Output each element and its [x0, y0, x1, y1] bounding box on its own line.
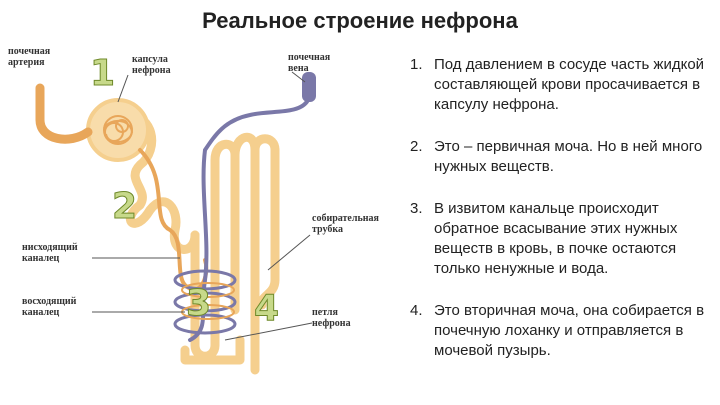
page-title: Реальное строение нефрона	[202, 8, 518, 33]
loop-of-nephron	[180, 335, 245, 365]
label-renal-artery-1: почечная	[8, 46, 51, 57]
label-capsule-2: нефрона	[132, 65, 171, 76]
renal-vein-vessel	[188, 78, 310, 342]
marker-number-4: 4	[254, 288, 279, 329]
step-item: 3. В извитом канальце происходит обратное…	[410, 199, 710, 279]
nephron-diagram: почечная артерия капсула нефрона почечна…	[8, 46, 380, 375]
peritubular-capillaries	[173, 269, 237, 335]
label-loop-2: нефрона	[312, 318, 351, 329]
efferent-vessel	[138, 148, 209, 292]
label-renal-vein-2: вена	[288, 63, 309, 74]
step-number: 4.	[410, 302, 423, 319]
label-ascending-2: каналец	[22, 307, 60, 318]
glomerulus	[103, 115, 134, 145]
step-text: В извитом канальце происходит обратное в…	[434, 200, 678, 277]
step-number: 2.	[410, 138, 423, 155]
label-ascending-1: восходящий	[22, 296, 77, 307]
label-capsule-1: капсула	[132, 54, 168, 65]
vein-end	[302, 72, 316, 102]
label-descending-1: нисходящий	[22, 242, 78, 253]
step-item: 1. Под давлением в сосуде часть жидкой со…	[410, 55, 710, 115]
marker-number-3: 3	[186, 283, 211, 324]
leader-lines	[92, 71, 313, 341]
marker-number-1: 1	[90, 53, 115, 94]
collecting-duct	[250, 145, 280, 375]
step-item: 2. Это – первичная моча. Но в ней много н…	[410, 137, 710, 177]
step-item: 4. Это вторичная моча, она собирается в п…	[410, 301, 710, 361]
step-number: 1.	[410, 56, 423, 73]
renal-artery-vessel	[35, 83, 93, 144]
label-renal-vein-1: почечная	[288, 52, 331, 63]
steps-list: 1. Под давлением в сосуде часть жидкой со…	[410, 55, 710, 383]
step-text: Это вторичная моча, она собирается в поч…	[434, 302, 705, 359]
label-collecting-1: собирательная	[312, 213, 380, 224]
connecting-tubule	[230, 133, 280, 160]
label-descending-2: каналец	[22, 253, 60, 264]
step-text: Это – первичная моча. Но в ней много нуж…	[434, 138, 703, 175]
step-number: 3.	[410, 200, 423, 217]
label-loop-1: петля	[312, 307, 338, 318]
step-text: Под давлением в сосуде часть жидкой сост…	[434, 56, 705, 113]
marker-number-2: 2	[112, 186, 137, 227]
label-renal-artery-2: артерия	[8, 57, 45, 68]
label-collecting-2: трубка	[312, 224, 343, 235]
